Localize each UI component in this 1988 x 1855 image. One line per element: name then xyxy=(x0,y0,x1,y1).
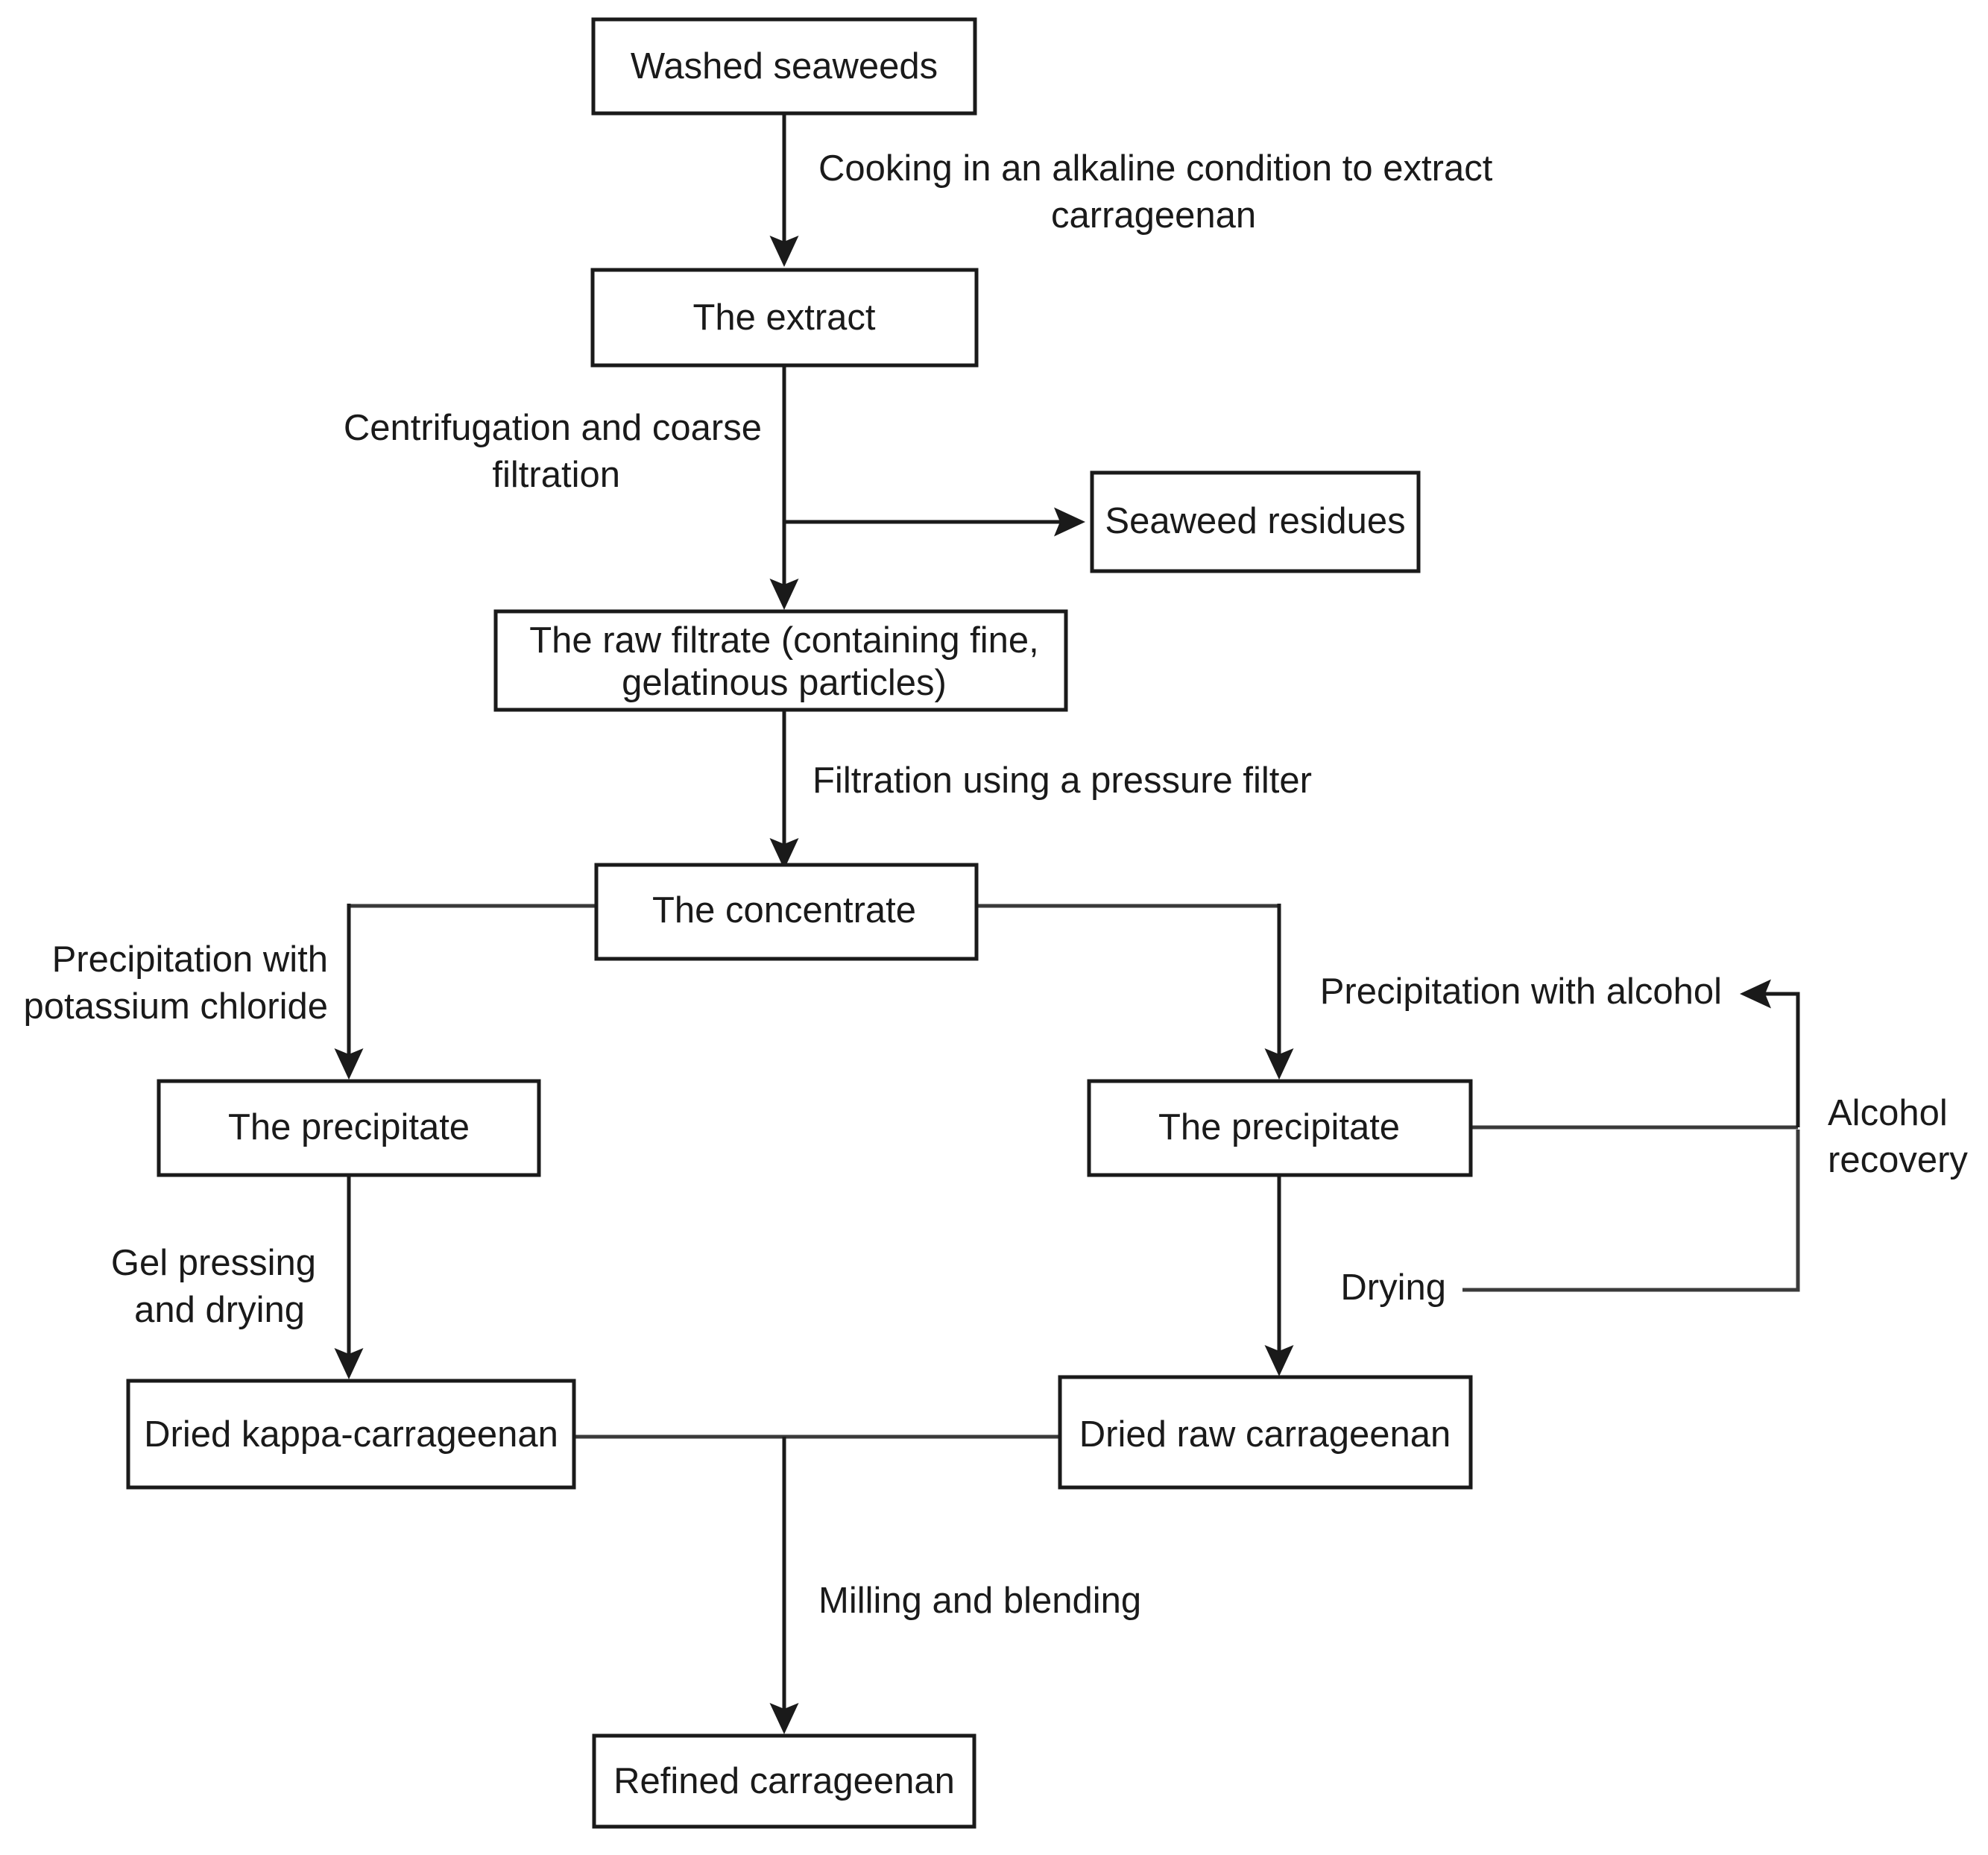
edge-label-precip-alcohol: Precipitation with alcohol xyxy=(1320,971,1722,1012)
node-refined-carrageenan[interactable]: Refined carrageenan xyxy=(592,1733,976,1829)
node-precipitate-right-label: The precipitate xyxy=(1158,1107,1400,1147)
edge-label-precip-kcl-line1: Precipitation with xyxy=(52,939,328,980)
edge-label-cooking-line2: carrageenan xyxy=(1051,195,1256,236)
edge-label-drying: Drying xyxy=(1340,1267,1446,1308)
node-precipitate-left[interactable]: The precipitate xyxy=(157,1079,541,1177)
edge-label-alcohol-recovery-line1: Alcohol xyxy=(1828,1093,1948,1133)
node-the-extract-label: The extract xyxy=(692,297,875,338)
node-raw-filtrate[interactable]: The raw filtrate (containing fine, gelat… xyxy=(493,609,1068,712)
node-dried-kappa-carrageenan[interactable]: Dried kappa-carrageenan xyxy=(126,1379,576,1490)
node-the-extract[interactable]: The extract xyxy=(590,268,979,368)
node-dried-raw-carrageenan-label: Dried raw carrageenan xyxy=(1079,1414,1451,1455)
edge-label-alcohol-recovery-line2: recovery xyxy=(1828,1140,1968,1180)
edge-alcohol-recovery-lower xyxy=(1462,1130,1800,1292)
node-the-concentrate[interactable]: The concentrate xyxy=(594,863,979,961)
node-dried-raw-carrageenan[interactable]: Dried raw carrageenan xyxy=(1058,1375,1473,1490)
node-washed-seaweeds-label: Washed seaweeds xyxy=(631,46,938,86)
edge-label-cooking-line1: Cooking in an alkaline condition to extr… xyxy=(818,148,1493,189)
edge-label-centrifugation-line1: Centrifugation and coarse xyxy=(344,408,762,448)
node-seaweed-residues-label: Seaweed residues xyxy=(1105,501,1405,541)
node-precipitate-left-label: The precipitate xyxy=(228,1107,470,1147)
node-raw-filtrate-label-line1: The raw filtrate (containing fine, xyxy=(529,620,1039,661)
edge-label-pressure-filter: Filtration using a pressure filter xyxy=(812,760,1312,801)
node-seaweed-residues[interactable]: Seaweed residues xyxy=(1090,470,1421,573)
edge-label-gel-pressing-line2: and drying xyxy=(134,1290,305,1330)
edge-label-gel-pressing-line1: Gel pressing xyxy=(111,1243,316,1283)
edge-label-precip-kcl-line2: potassium chloride xyxy=(23,986,328,1027)
node-the-concentrate-label: The concentrate xyxy=(652,890,916,930)
edge-alcohol-recovery-riser xyxy=(1739,979,1800,1127)
edge-label-centrifugation-line2: filtration xyxy=(492,455,620,495)
edge-label-milling: Milling and blending xyxy=(818,1581,1141,1621)
node-washed-seaweeds[interactable]: Washed seaweeds xyxy=(591,17,977,116)
node-refined-carrageenan-label: Refined carrageenan xyxy=(613,1761,955,1801)
node-dried-kappa-carrageenan-label: Dried kappa-carrageenan xyxy=(144,1414,558,1455)
node-precipitate-right[interactable]: The precipitate xyxy=(1087,1079,1473,1177)
node-raw-filtrate-label-line2: gelatinous particles) xyxy=(622,663,947,703)
